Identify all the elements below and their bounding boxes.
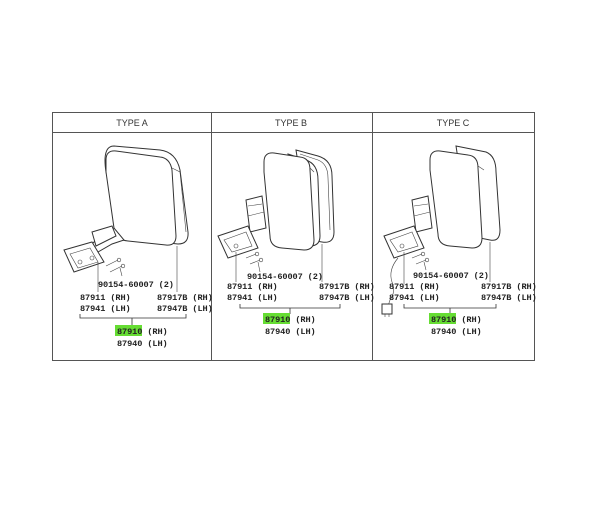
panel-a-glass-rh-label: 87917B (RH) [157, 293, 213, 303]
panel-c-bracket-rh-label: 87911 (RH) [389, 282, 440, 292]
panel-c-screw-label: 90154-60007 (2) [413, 271, 489, 281]
panel-c-bracket-lh-label: 87941 (LH) [389, 293, 440, 303]
panel-a-assy-highlight [115, 325, 142, 336]
panel-a-assy-lh-label: 87940 (LH) [117, 339, 168, 349]
panel-b-title: TYPE B [275, 118, 307, 128]
panel-b-assy-lh-label: 87940 (LH) [265, 327, 316, 337]
panel-c-assy-highlight [429, 313, 456, 324]
diagram-frame [52, 112, 535, 361]
panel-b-glass-lh-label: 87947B (LH) [319, 293, 375, 303]
panel-b-screw-label: 90154-60007 (2) [247, 272, 323, 282]
panel-c-screw-leader [423, 261, 427, 271]
panel-c-assy-lh-label: 87940 (LH) [431, 327, 482, 337]
panel-c-assy-rh-label: 87910 (RH) [431, 315, 482, 325]
panel-b-assy-bracket [239, 304, 341, 314]
panel-b-assy-rh-label: 87910 (RH) [265, 315, 316, 325]
panel-b-bracket-lh-label: 87941 (LH) [227, 293, 278, 303]
panel-c-mirror-illustration [381, 145, 501, 317]
panel-a-assy-bracket [79, 314, 187, 326]
panel-c-assy-bracket [403, 304, 497, 314]
panel-c-title: TYPE C [437, 118, 470, 128]
panel-a-assy-rh-label: 87910 (RH) [117, 327, 168, 337]
panel-b-bracket-rh-label: 87911 (RH) [227, 282, 278, 292]
panel-c-glass-lh-label: 87947B (LH) [481, 293, 537, 303]
panel-a-title: TYPE A [116, 118, 148, 128]
panel-b-assy-highlight [263, 313, 290, 324]
panel-a-bracket-rh-label: 87911 (RH) [80, 293, 131, 303]
panel-a-screw-leader [119, 267, 123, 277]
panel-a-bracket-lh-label: 87941 (LH) [80, 304, 131, 314]
panel-a-glass-lh-label: 87947B (LH) [157, 304, 213, 314]
panel-c-glass-rh-label: 87917B (RH) [481, 282, 537, 292]
panel-a-mirror-illustration [63, 145, 189, 273]
panel-b-mirror-illustration [217, 149, 335, 265]
panel-b-glass-rh-label: 87917B (RH) [319, 282, 375, 292]
panel-b-screw-leader [257, 261, 261, 273]
panel-a-screw-label: 90154-60007 (2) [98, 280, 174, 290]
